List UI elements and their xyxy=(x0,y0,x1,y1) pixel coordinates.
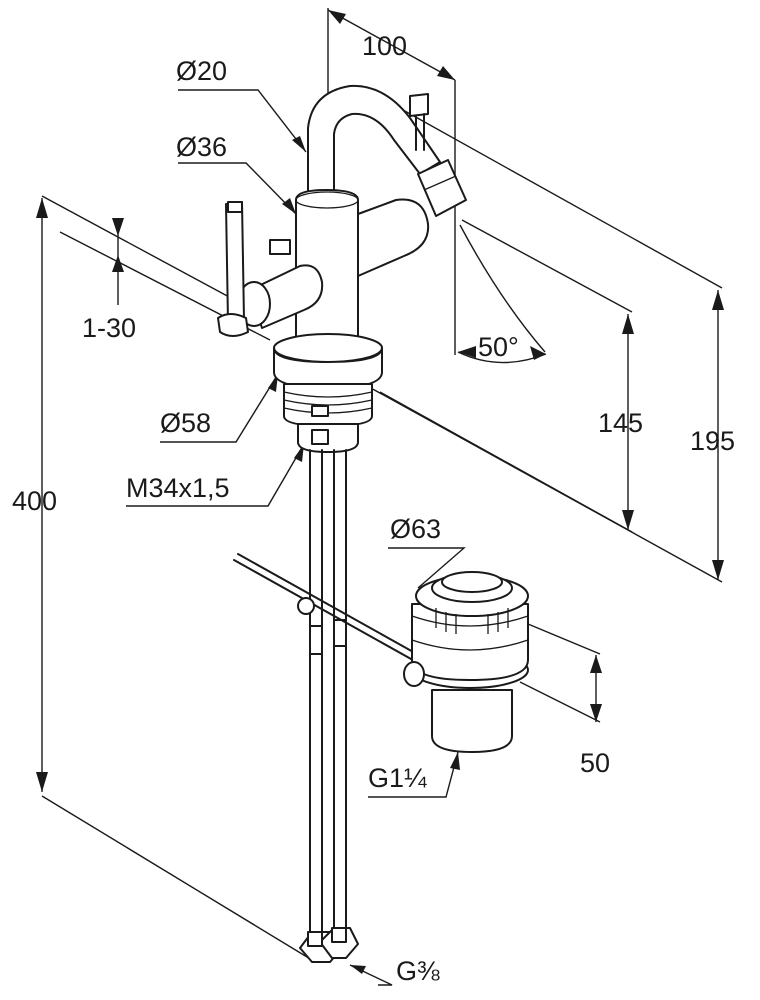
label-diameter-63: Ø63 xyxy=(390,514,441,544)
dim-height-195: 195 xyxy=(690,426,735,456)
labels: Ø20 Ø36 1-30 100 50° 145 195 400 Ø58 M34… xyxy=(12,31,735,986)
label-waste-thread: G1¼ xyxy=(368,763,427,793)
label-angle: 50° xyxy=(478,332,519,362)
label-thread: M34x1,5 xyxy=(126,473,230,503)
lever-handle xyxy=(225,201,245,323)
label-hose-thread: G⅜ xyxy=(396,956,440,986)
pop-up-rod-knob xyxy=(409,93,429,117)
aerator xyxy=(417,159,467,217)
dim-total-height: 400 xyxy=(12,486,57,516)
faucet-drawing xyxy=(217,84,529,963)
dim-spout-reach: 100 xyxy=(362,31,407,61)
dim-height-145: 145 xyxy=(598,408,643,438)
waste-body xyxy=(431,689,513,753)
label-diameter-36: Ø36 xyxy=(176,132,227,162)
dim-waste-height: 50 xyxy=(580,748,610,778)
label-diameter-58: Ø58 xyxy=(160,408,211,438)
label-diameter-20: Ø20 xyxy=(176,56,227,86)
label-range: 1-30 xyxy=(82,313,136,343)
spout xyxy=(307,84,441,199)
dimension-lines xyxy=(36,8,724,986)
